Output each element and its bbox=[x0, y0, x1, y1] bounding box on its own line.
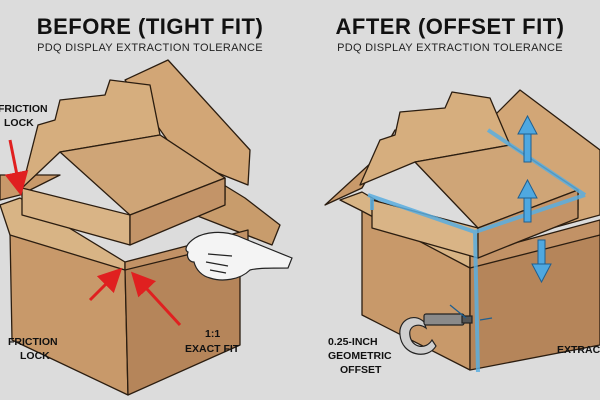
exact-fit-label: EXACT FIT bbox=[185, 343, 240, 355]
offset-label-3: OFFSET bbox=[340, 364, 382, 376]
offset-label-2: GEOMETRIC bbox=[328, 350, 392, 362]
offset-label-1: 0.25-INCH bbox=[328, 336, 378, 348]
hand-illustration bbox=[186, 232, 292, 280]
friction-lock-label-top-1: FRICTION bbox=[0, 103, 48, 115]
friction-lock-label-bottom-1: FRICTION bbox=[8, 336, 58, 348]
friction-lock-label-bottom-2: LOCK bbox=[20, 350, 50, 362]
extraction-label: EXTRAC bbox=[557, 344, 600, 356]
fit-ratio-label: 1:1 bbox=[205, 328, 220, 340]
friction-lock-label-top-2: LOCK bbox=[4, 117, 34, 129]
